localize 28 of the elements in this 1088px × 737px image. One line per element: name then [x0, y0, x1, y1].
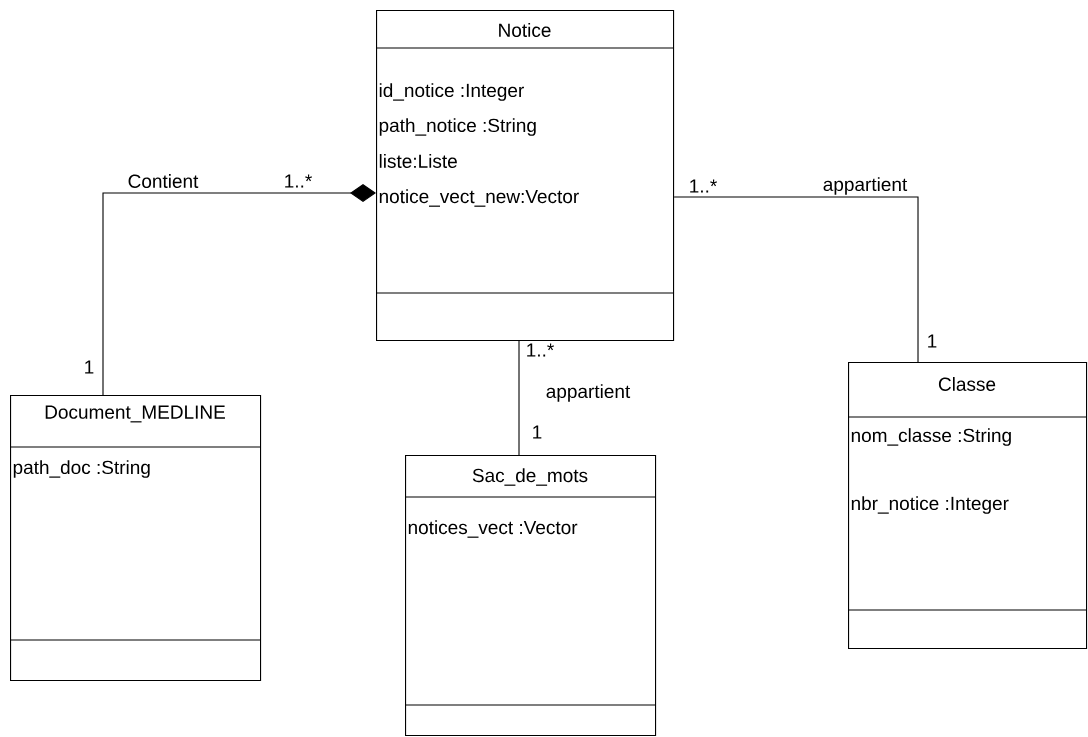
multiplicity: 1..*: [527, 343, 554, 357]
association-line: [673, 196, 919, 363]
multiplicity: 1..*: [690, 179, 717, 193]
class-box: [375, 10, 675, 342]
multiplicity: 1: [533, 425, 542, 439]
class-name: Sac_de_mots: [472, 468, 588, 486]
class-box: [404, 455, 657, 737]
attribute: liste:Liste: [379, 154, 457, 168]
attribute: nom_classe :String: [851, 428, 1011, 446]
association-line: [102, 184, 376, 396]
class-box: [9, 395, 262, 682]
attribute: nbr_notice :Integer: [851, 496, 1009, 514]
attribute: notice_vect_new:Vector: [379, 189, 579, 207]
class-name: Document_MEDLINE: [45, 405, 225, 423]
edge-label: appartient: [823, 177, 908, 195]
attribute: path_doc :String: [13, 460, 150, 478]
association-line: [518, 340, 520, 456]
attribute: id_notice :Integer: [379, 83, 524, 101]
class-name: Classe: [938, 377, 996, 391]
class-box: [847, 362, 1088, 650]
attribute: notices_vect :Vector: [408, 520, 578, 538]
class-name: Notice: [499, 23, 551, 37]
edge-label: appartient: [546, 384, 631, 402]
multiplicity: 1..*: [285, 174, 312, 188]
multiplicity: 1: [85, 360, 94, 374]
edge-label: Contient: [128, 174, 199, 188]
multiplicity: 1: [928, 334, 937, 348]
attribute: path_notice :String: [379, 118, 536, 136]
